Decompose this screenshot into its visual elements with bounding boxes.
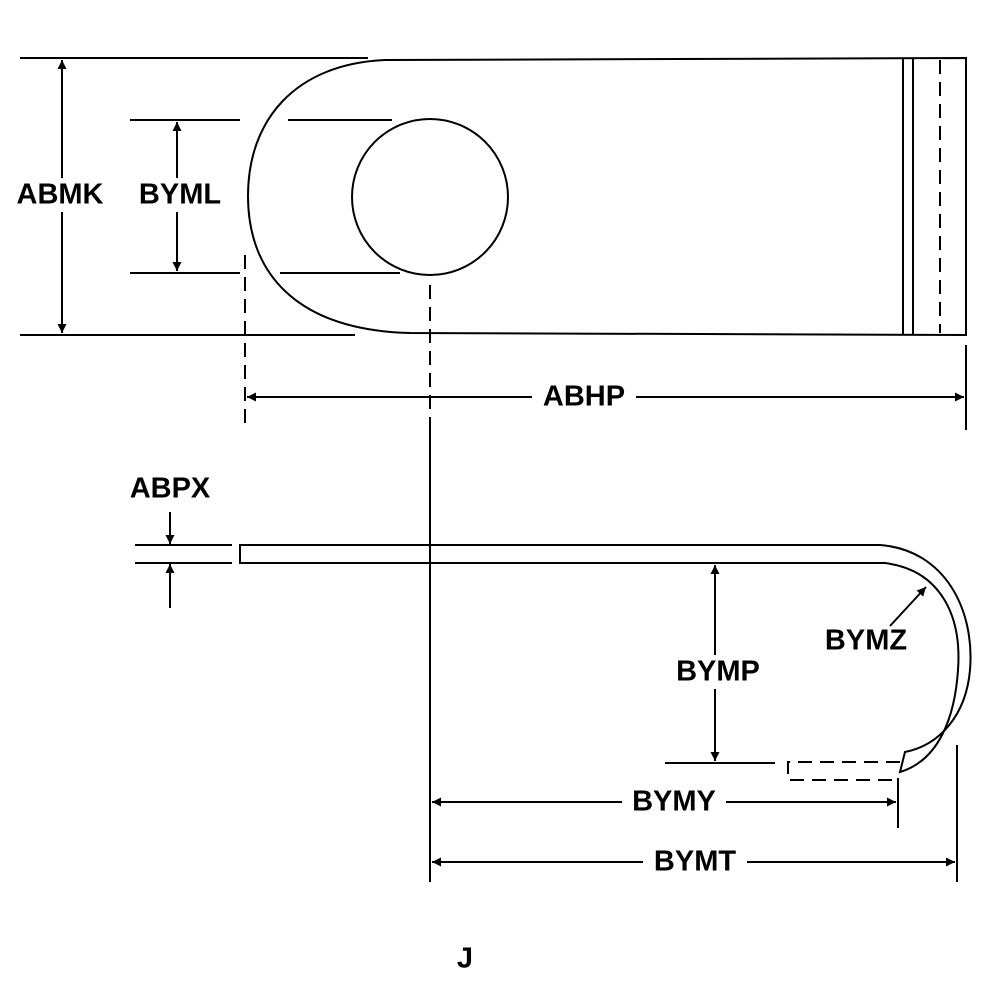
view-label: J: [457, 943, 473, 975]
bymy-label: BYMY: [632, 786, 716, 818]
hidden-end: [787, 761, 900, 781]
side-view: ABPX BYMP BYMZ BYMY BYMT: [130, 473, 972, 882]
clip-profile: [239, 544, 972, 774]
abpx-label: ABPX: [130, 473, 211, 505]
bymz-leader-arrow: [889, 586, 927, 627]
top-view: ABMK BYML ABHP: [8, 56, 967, 882]
abmk-label: ABMK: [17, 179, 104, 211]
abhp-label: ABHP: [543, 381, 625, 413]
bymz-label: BYMZ: [825, 625, 907, 657]
bymp-label: BYMP: [676, 656, 760, 688]
byml-label: BYML: [139, 179, 221, 211]
clip-outline: [246, 56, 967, 337]
bymt-label: BYMT: [654, 846, 736, 878]
hole: [351, 118, 509, 276]
